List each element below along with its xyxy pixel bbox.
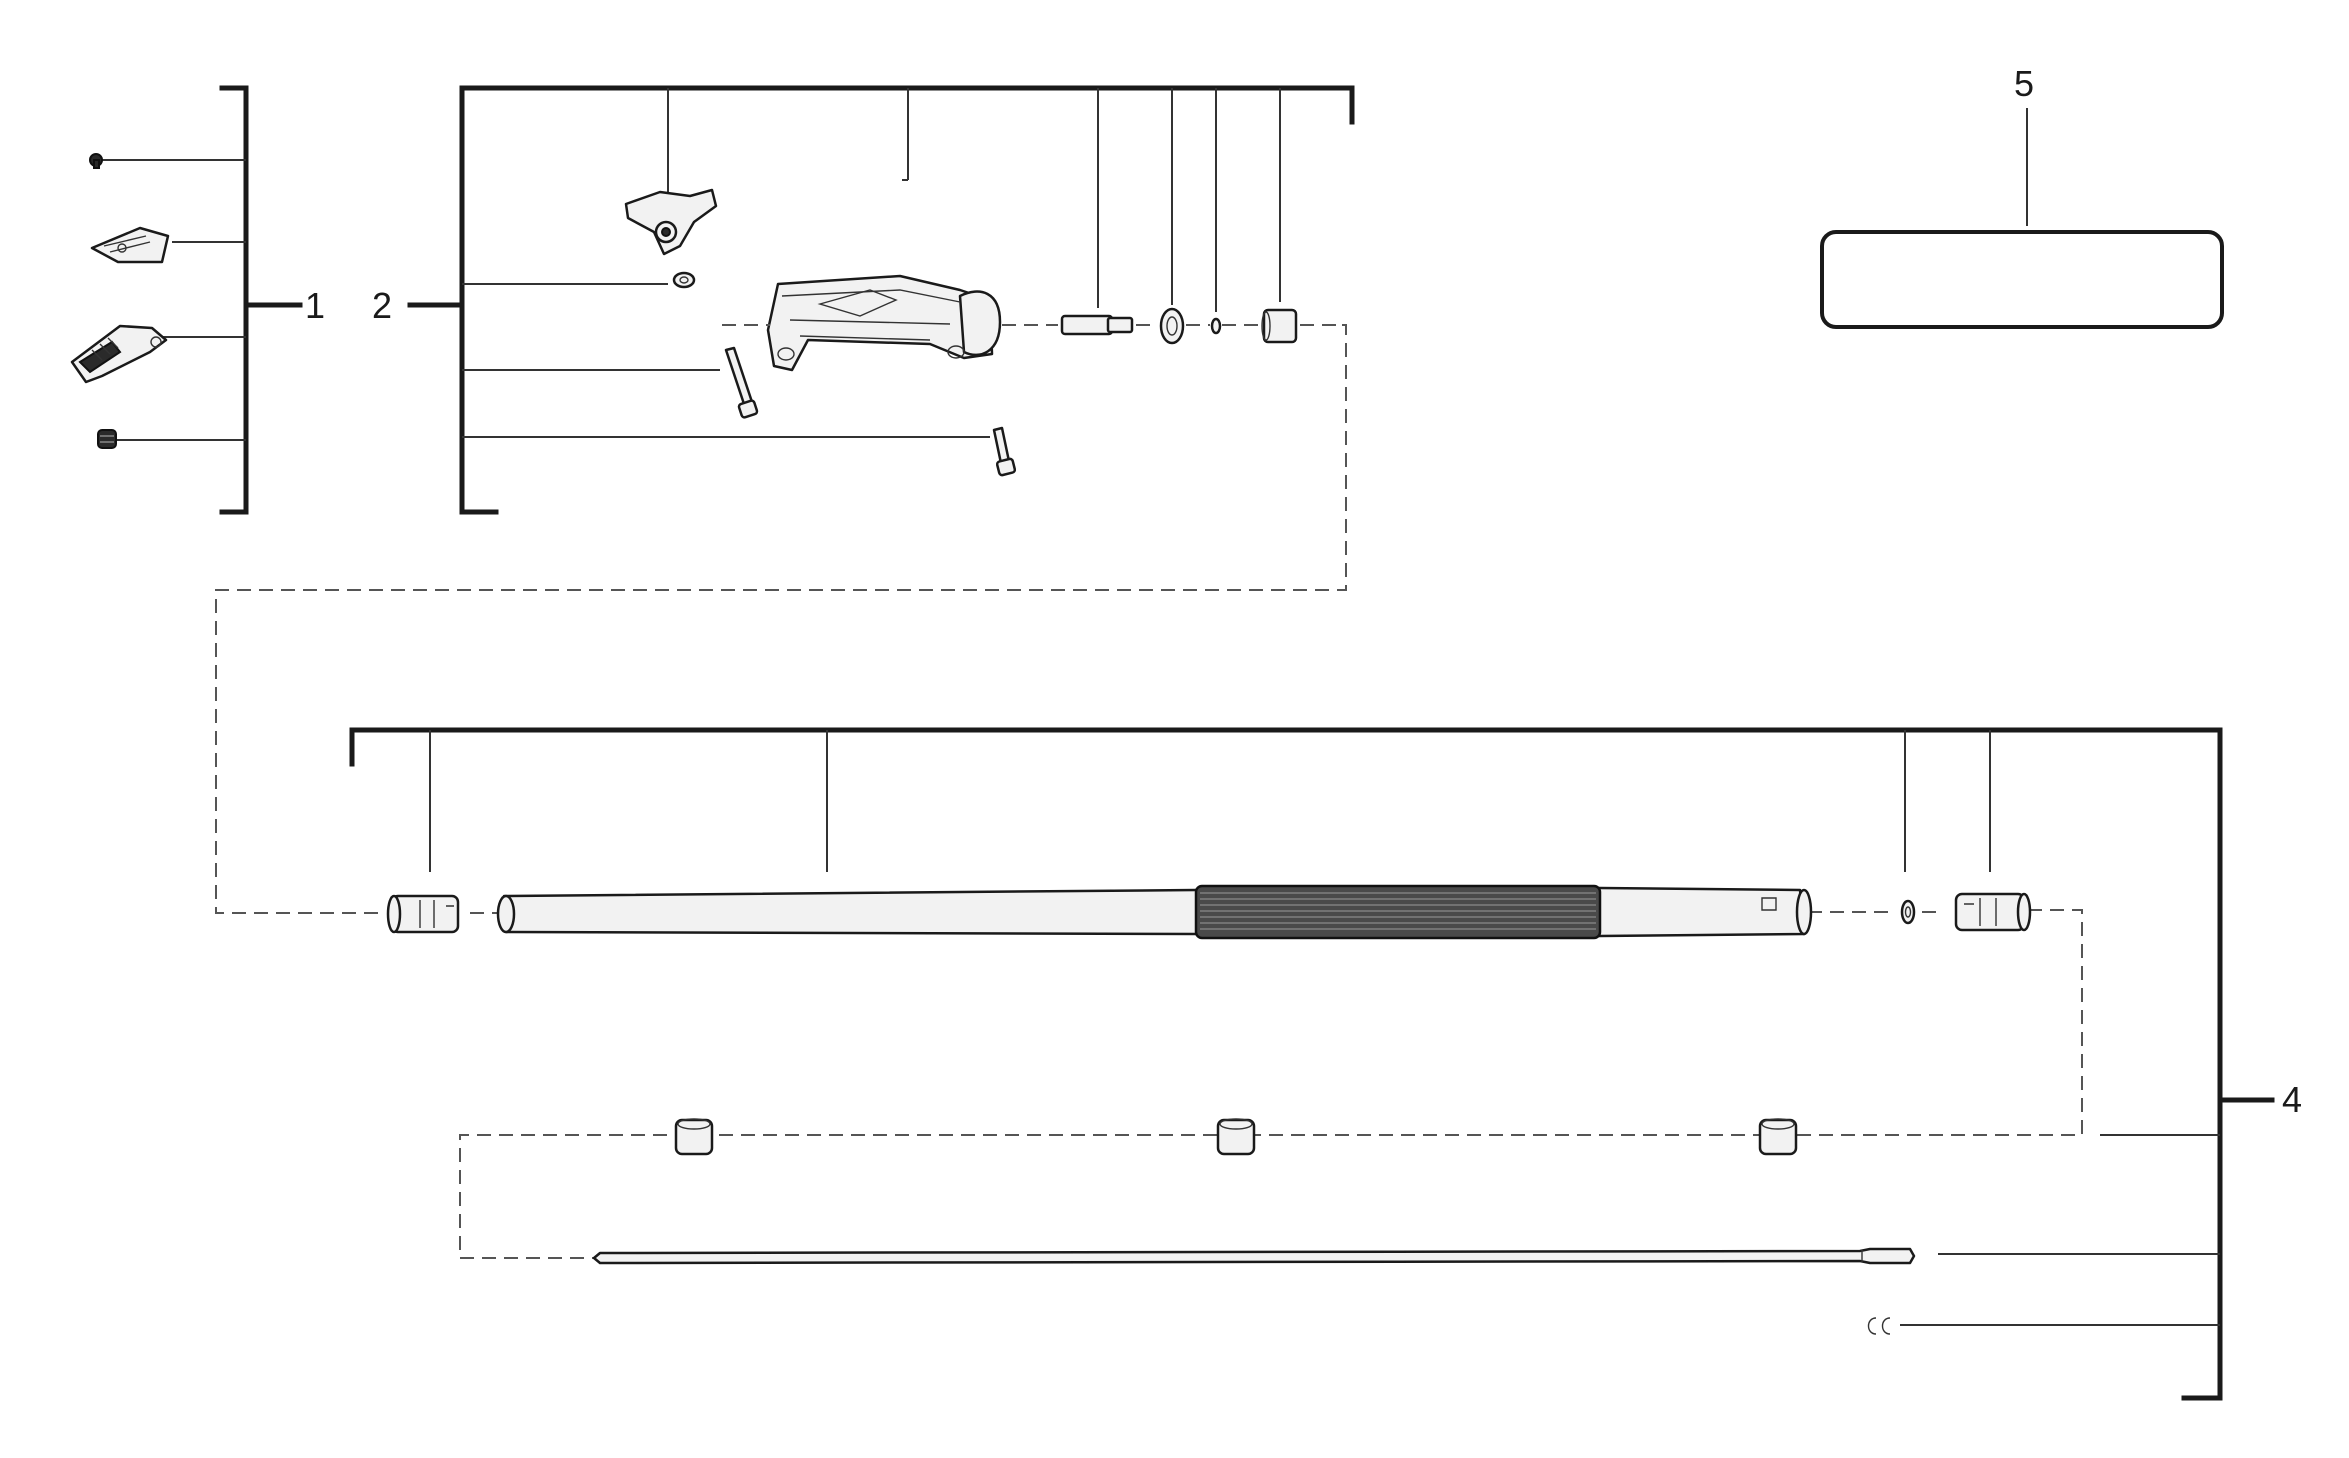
retaining-ring-part xyxy=(1210,317,1222,335)
assembly-paths xyxy=(215,324,2083,1259)
label-decal-part xyxy=(1820,230,2224,329)
bushing-right-part xyxy=(1758,1118,1798,1156)
drive-shaft-insert-part xyxy=(1060,314,1134,336)
group-2-bracket xyxy=(459,85,1355,515)
grip-sleeve xyxy=(1194,884,1602,940)
group-4: 4 xyxy=(349,727,2302,1401)
group-5: 5 xyxy=(1820,63,2224,329)
set-screw-part xyxy=(97,429,117,449)
callout-2: 2 xyxy=(372,285,392,326)
group-4-bracket xyxy=(349,727,2223,1401)
knob-part xyxy=(624,188,718,256)
bearing-part xyxy=(1159,307,1185,345)
small-washer-part xyxy=(672,271,696,289)
group-2: 2 xyxy=(372,85,1355,515)
callout-5: 5 xyxy=(2014,63,2034,104)
group-1: 1 xyxy=(70,85,325,515)
bushing-left-part xyxy=(674,1118,714,1156)
right-end-cap-part xyxy=(1954,892,2032,932)
short-bolt-part xyxy=(992,426,1017,477)
small-ring-part xyxy=(1900,899,1916,925)
callout-1: 1 xyxy=(305,285,325,326)
group-1-bracket xyxy=(219,85,249,515)
trigger-lever-part xyxy=(70,324,168,384)
small-screw-part xyxy=(89,153,103,169)
left-end-cap-part xyxy=(386,894,460,934)
sleeve-part xyxy=(1261,308,1298,344)
handle-housing-part xyxy=(766,274,1002,372)
bushing-middle-part xyxy=(1216,1118,1256,1156)
cover-plate-part xyxy=(90,226,170,264)
long-bolt-part xyxy=(724,346,759,419)
clip-pair-part xyxy=(1867,1317,1891,1335)
tube-part xyxy=(496,884,1813,940)
drive-shaft-part xyxy=(592,1247,1916,1265)
callout-4: 4 xyxy=(2282,1079,2302,1120)
